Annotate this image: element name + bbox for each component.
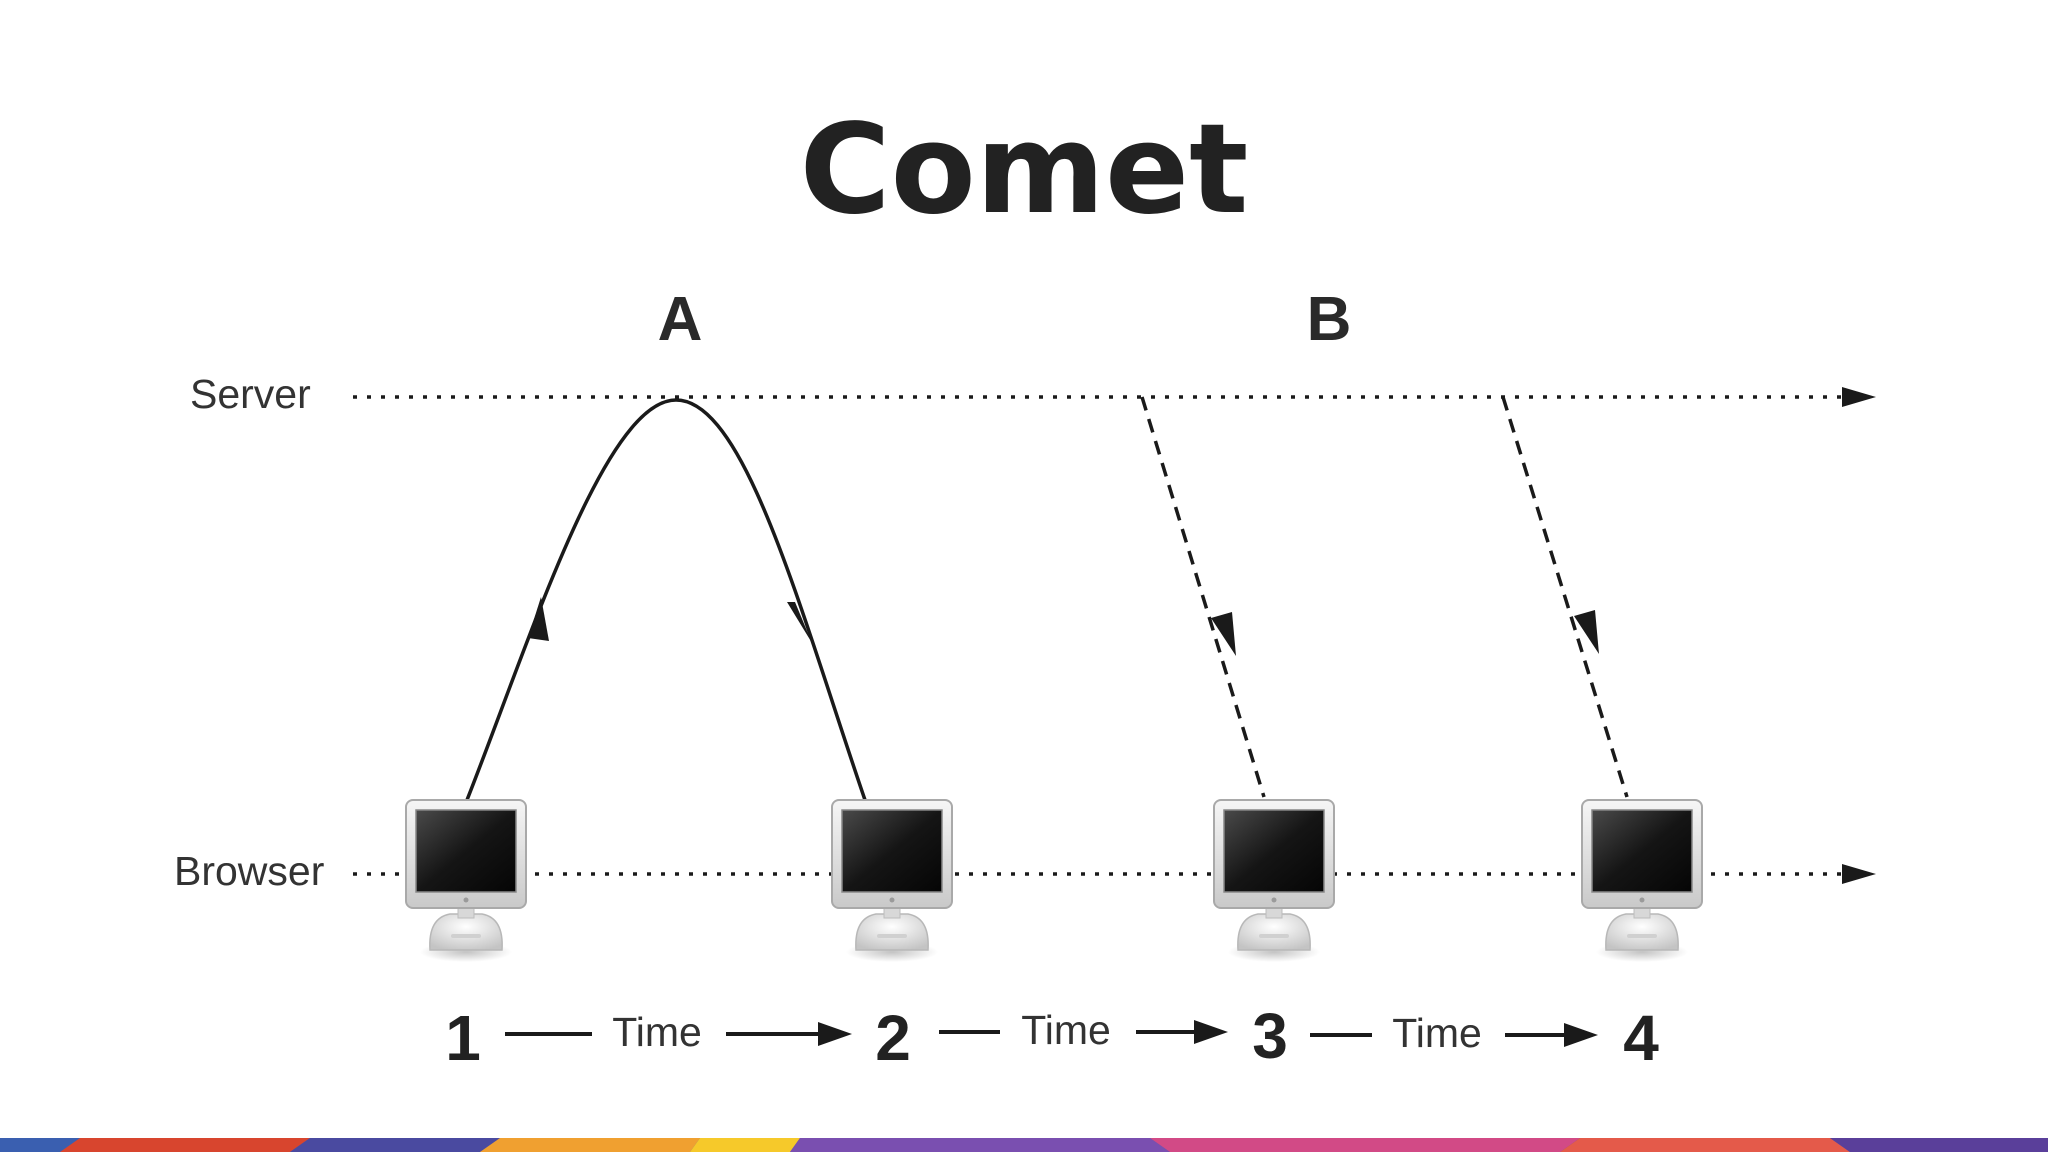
push-line-1 — [1140, 396, 1266, 798]
label-a: A — [658, 285, 703, 354]
browser-timeline-arrowhead — [1842, 864, 1876, 884]
time-arrowhead-3 — [1564, 1023, 1598, 1047]
response-arrowhead — [787, 602, 812, 643]
push-arrowhead-2 — [1574, 610, 1599, 654]
time-arrowhead-2 — [1194, 1020, 1228, 1044]
step-number-1: 1 — [445, 1002, 481, 1074]
footer-color-segment — [690, 1138, 800, 1152]
label-b: B — [1307, 285, 1352, 354]
browser-label: Browser — [174, 848, 324, 894]
page-title: Comet — [799, 98, 1249, 242]
computer-monitor-icon — [1581, 799, 1703, 963]
footer-color-segment — [60, 1138, 310, 1152]
server-timeline-arrowhead — [1842, 387, 1876, 407]
footer-color-segment — [1150, 1138, 1580, 1152]
step-number-3: 3 — [1252, 1000, 1288, 1072]
step-number-2: 2 — [875, 1002, 911, 1074]
time-label-3: Time — [1392, 1010, 1482, 1056]
time-label-2: Time — [1021, 1007, 1111, 1053]
computer-monitor-icon — [405, 799, 527, 963]
time-arrowhead-1 — [818, 1022, 852, 1046]
footer-color-segment — [290, 1138, 500, 1152]
step-number-4: 4 — [1623, 1002, 1659, 1074]
server-label: Server — [190, 371, 311, 417]
footer-color-segment — [790, 1138, 1170, 1152]
time-label-1: Time — [612, 1009, 702, 1055]
footer-color-segment — [1560, 1138, 1850, 1152]
footer-color-segment — [480, 1138, 700, 1152]
computer-monitor-icon — [1213, 799, 1335, 963]
push-line-2 — [1501, 396, 1629, 798]
push-arrowhead-1 — [1211, 612, 1236, 656]
footer-color-segment — [1830, 1138, 2048, 1152]
request-arrowhead — [528, 597, 549, 641]
computer-monitor-icon — [831, 799, 953, 963]
footer-color-bar — [0, 1138, 2048, 1152]
footer-color-segment — [0, 1138, 80, 1152]
request-response-arc — [465, 398, 867, 801]
